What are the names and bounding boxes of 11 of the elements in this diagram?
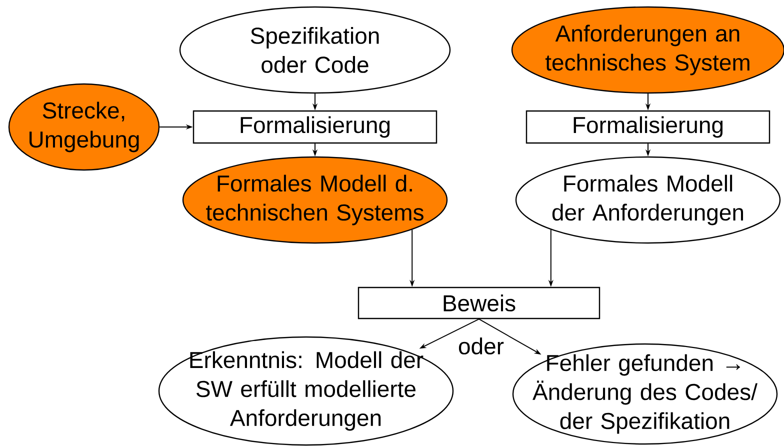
- process-box: Formalisierung: [192, 110, 438, 144]
- ellipse-node: Fehler gefunden → Änderung des Codes/ der Spezifikation: [512, 343, 778, 445]
- ellipse-node: Formales Modell der Anforderungen: [515, 156, 781, 244]
- ellipse-node: Anforderungen an technisches System: [511, 6, 784, 94]
- process-box: Beweis: [358, 286, 600, 320]
- ellipse-node: Erkenntnis: Modell der SW erfüllt modellierte Anforderungen: [158, 336, 454, 446]
- note-text: oder: [458, 338, 504, 354]
- process-box: Formalisierung: [526, 110, 770, 144]
- ellipse-node: Formales Modell d. technischen Systems: [182, 156, 448, 244]
- ellipse-node: Strecke, Umgebung: [8, 83, 160, 171]
- ellipse-node: Spezifikation oder Code: [179, 6, 451, 94]
